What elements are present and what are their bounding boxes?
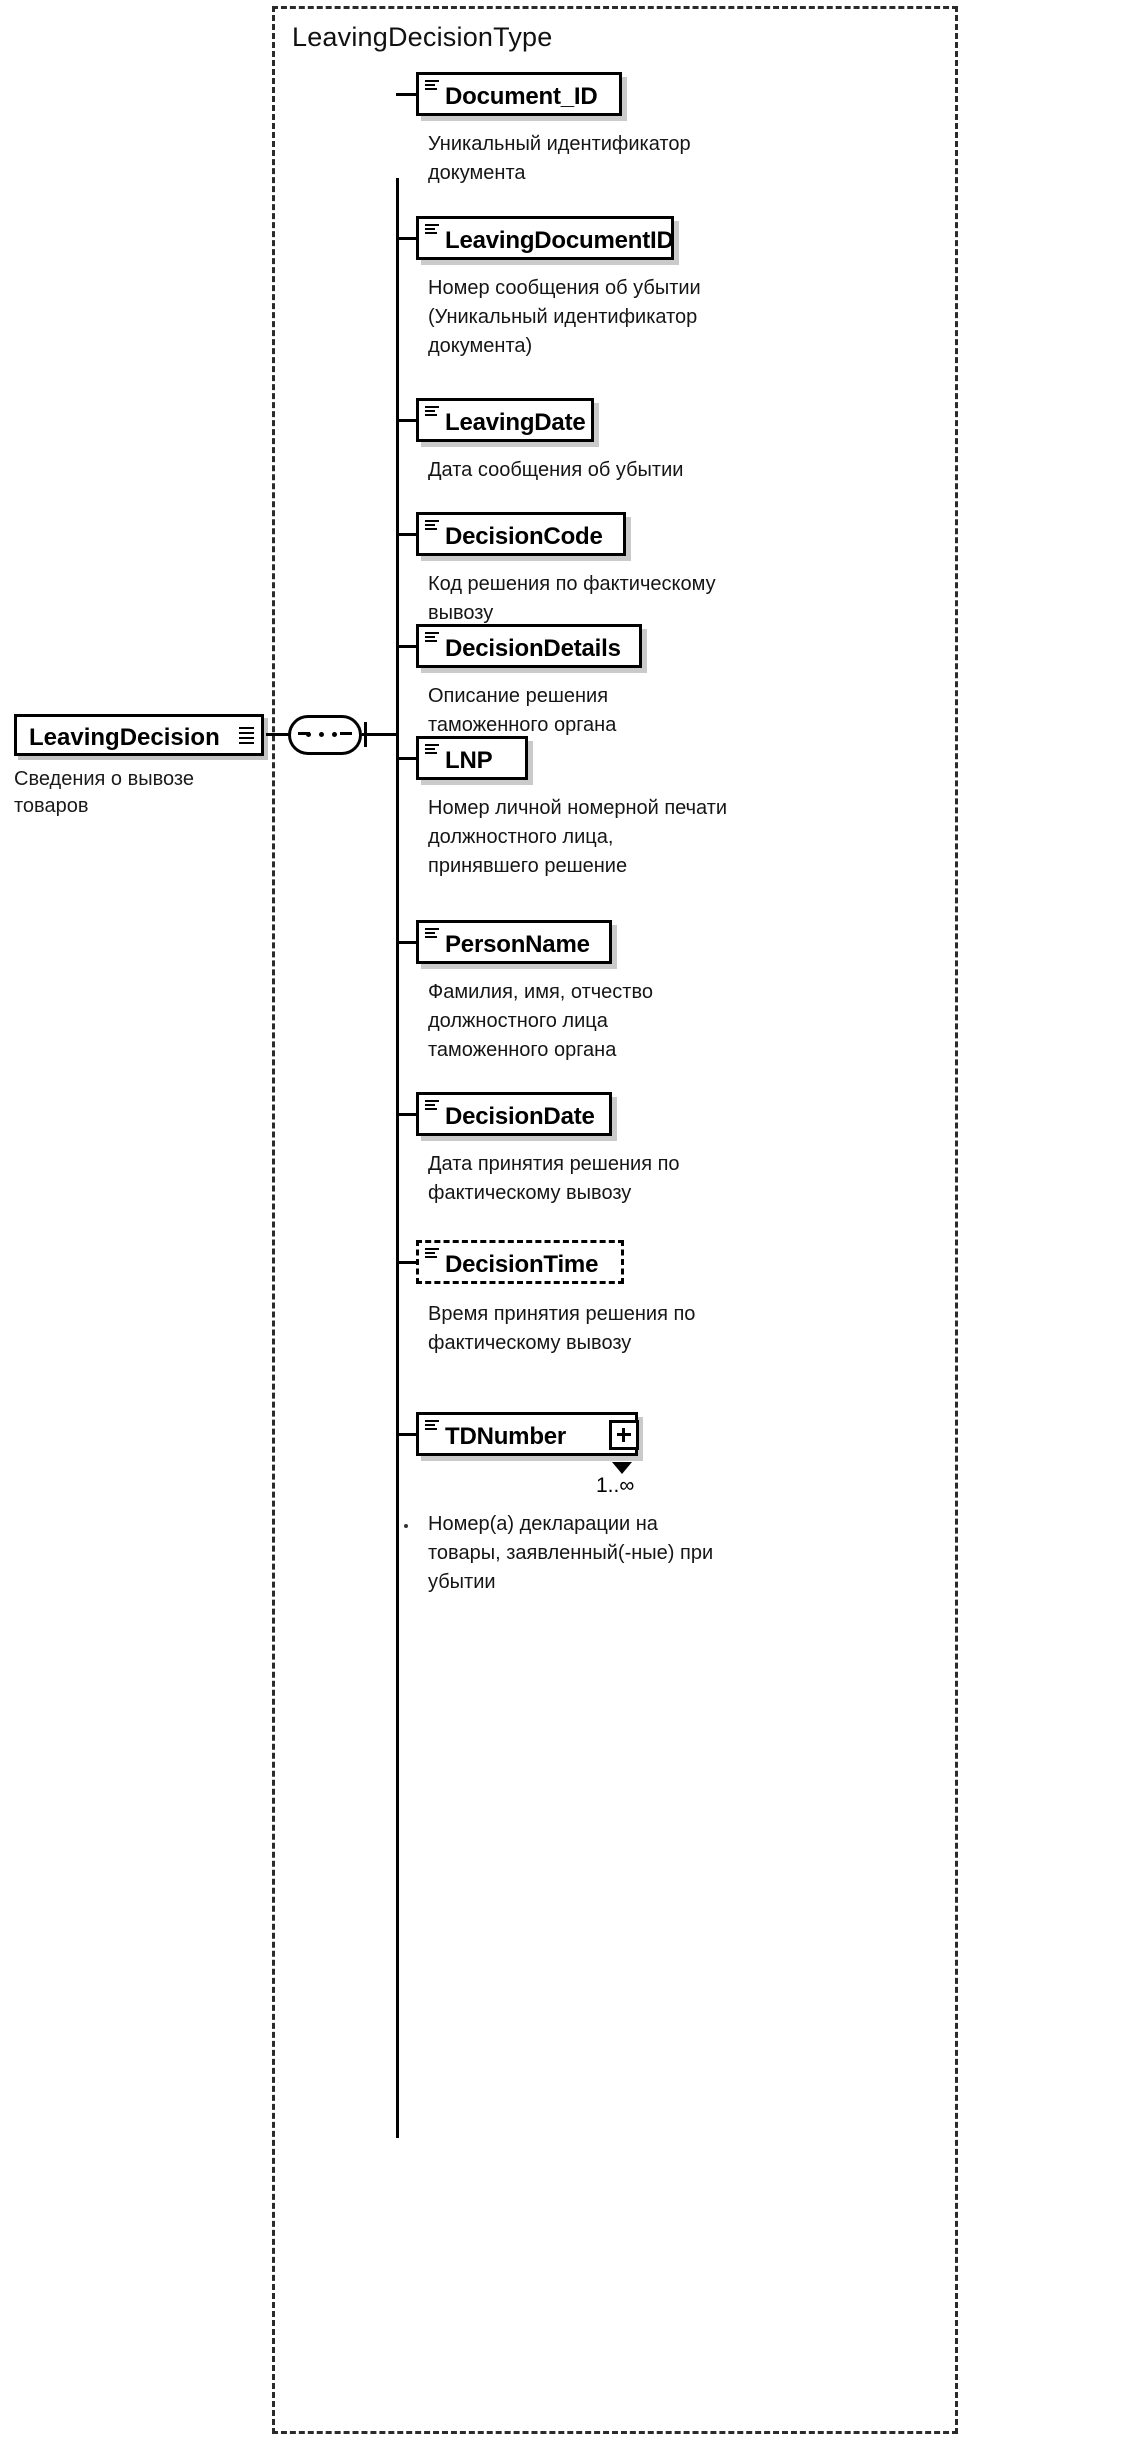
element-node-document_id[interactable]: Document_ID [416,72,622,116]
element-node-personname[interactable]: PersonName [416,920,612,964]
element-lines-icon [425,224,439,237]
occurrence-arrow-icon [612,1462,632,1474]
element-name-label: DecisionTime [445,1251,599,1278]
element-name-label: DecisionCode [445,523,603,550]
element-name-label: DecisionDetails [445,635,621,662]
element-name-label: PersonName [445,931,590,958]
root-element-label: LeavingDecision [29,724,220,751]
element-name-label: LeavingDocumentID [445,227,674,254]
sequence-dots-icon [306,732,344,737]
element-node-tdnumber[interactable]: TDNumber [416,1412,639,1456]
connector-sequence-right-tick [364,722,367,747]
element-description-tdnumber: Номер(а) декларации на товары, заявленны… [428,1513,714,1593]
tree-branch [396,533,416,536]
element-description-decisioncode: Код решения по фактическому вывозу [428,573,716,624]
element-node-leavingdocumentid[interactable]: LeavingDocumentID [416,216,674,260]
element-description-leavingdocumentid: Номер сообщения об убытии (Уникальный ид… [428,277,701,357]
tree-branch [396,237,416,240]
tree-branch [396,757,416,760]
element-node-leavingdate[interactable]: LeavingDate [416,398,594,442]
element-lines-icon [425,80,439,93]
element-name-label: Document_ID [445,83,598,110]
tree-branch [396,645,416,648]
element-lines-icon [239,725,255,749]
element-description-document_id: Уникальный идентификатор документа [428,133,691,184]
element-lines-icon [425,1248,439,1261]
root-element-description: Сведения о вывозе товаров [14,768,194,817]
sequence-compositor-shape [288,715,362,755]
element-description-decisiondate: Дата принятия решения по фактическому вы… [428,1153,680,1204]
element-node-decisioncode[interactable]: DecisionCode [416,512,626,556]
element-lines-icon [425,1420,439,1433]
tree-trunk [396,178,399,2138]
expand-plus-icon[interactable] [609,1420,639,1450]
element-description-leavingdate: Дата сообщения об убытии [428,459,684,481]
complex-type-container [272,6,958,2434]
element-node-decisiontime[interactable]: DecisionTime [416,1240,624,1284]
tree-branch [396,419,416,422]
tree-branch [396,93,416,96]
sequence-bar-left [298,732,310,735]
element-lines-icon [425,1100,439,1113]
connector-root-to-sequence [266,733,290,736]
element-lines-icon [425,744,439,757]
element-lines-icon [425,406,439,419]
annotation-bullet [404,1524,408,1528]
element-description-lnp: Номер личной номерной печати должностног… [428,797,728,877]
tree-branch [396,1433,416,1436]
tree-branch [396,1113,416,1116]
connector-sequence-to-trunk [362,733,398,736]
element-name-label: LNP [445,747,493,774]
element-description-decisiondetails: Описание решения таможенного органа [428,685,617,736]
element-name-label: DecisionDate [445,1103,595,1130]
sequence-bar-right [340,732,352,735]
element-lines-icon [425,928,439,941]
element-name-label: LeavingDate [445,409,586,436]
tree-branch [396,1261,416,1264]
root-element-node[interactable]: LeavingDecision [14,714,264,756]
element-node-decisiondetails[interactable]: DecisionDetails [416,624,642,668]
element-node-decisiondate[interactable]: DecisionDate [416,1092,612,1136]
complex-type-title: LeavingDecisionType [292,22,553,52]
tree-branch [396,941,416,944]
element-lines-icon [425,520,439,533]
element-name-label: TDNumber [445,1423,567,1450]
occurrence-label: 1..∞ [596,1474,635,1497]
element-node-lnp[interactable]: LNP [416,736,528,780]
element-description-decisiontime: Время принятия решения по фактическому в… [428,1303,696,1354]
element-description-personname: Фамилия, имя, отчество должностного лица… [428,981,653,1061]
sequence-compositor[interactable] [288,715,362,755]
element-lines-icon [425,632,439,645]
